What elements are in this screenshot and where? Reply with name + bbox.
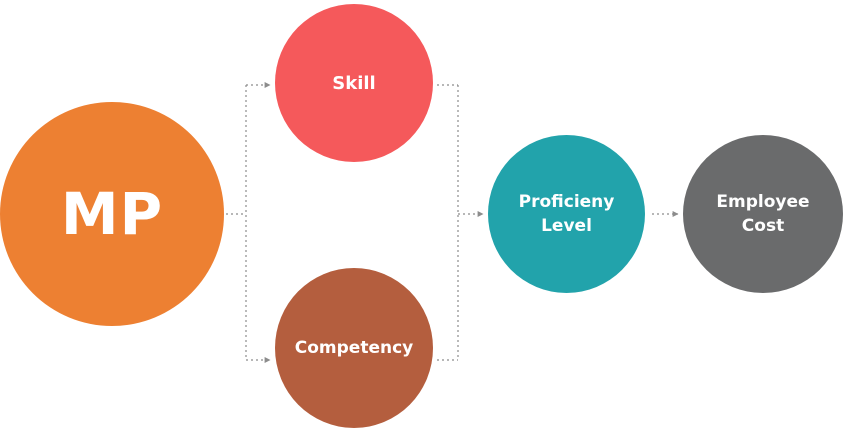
node-competency-label: Competency [294, 338, 414, 358]
node-proficiency-level: Proficieny Level [488, 135, 645, 293]
edge-mp-branch [226, 85, 247, 360]
node-competency: Competency [275, 268, 433, 428]
node-proficiency-level-label: Proficieny Level [518, 192, 615, 236]
node-employee-cost-label: Employee Cost [716, 192, 810, 236]
edge-merge-branch [437, 84, 459, 361]
node-employee-cost: Employee Cost [683, 135, 843, 293]
node-mp: MP [0, 102, 224, 326]
node-mp-label: MP [60, 180, 164, 248]
node-skill: Skill [275, 4, 433, 162]
node-skill-label: Skill [332, 72, 376, 94]
